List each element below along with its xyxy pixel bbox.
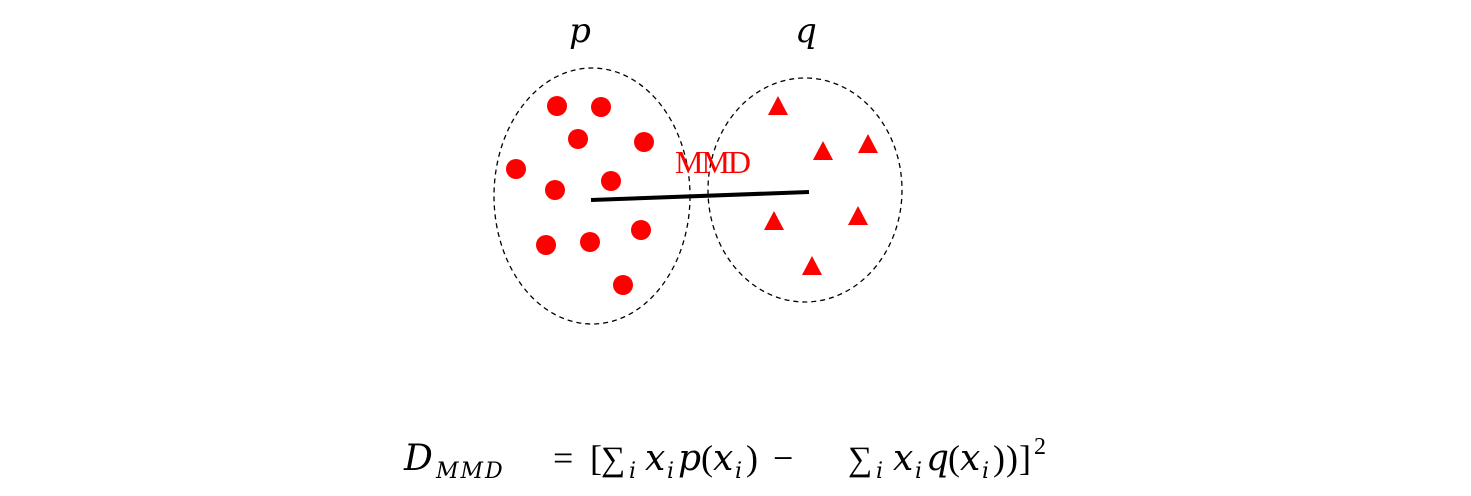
- p-samples: [506, 96, 654, 295]
- q-sample-point: [848, 206, 868, 225]
- formula-paren-close-1: ): [746, 438, 758, 478]
- formula-open-bracket: [: [590, 438, 602, 478]
- formula-x-1-sub: i: [667, 459, 674, 484]
- p-sample-point: [591, 97, 611, 117]
- q-sample-point: [813, 141, 833, 160]
- q-samples: [764, 96, 878, 275]
- formula-paren-close-2: ): [993, 438, 1005, 478]
- q-sample-point: [764, 211, 784, 230]
- formula-x-2: x: [713, 438, 733, 479]
- p-sample-point: [634, 132, 654, 152]
- formula-minus: −: [773, 438, 793, 478]
- formula-lhs-subscript: MMD: [435, 459, 505, 484]
- formula-p: p: [678, 438, 701, 479]
- q-sample-point: [802, 256, 822, 275]
- p-sample-point: [545, 180, 565, 200]
- p-sample-point: [536, 235, 556, 255]
- formula-x-4: x: [960, 438, 980, 479]
- formula-lhs: D: [403, 438, 433, 479]
- formula-sum-1-index: i: [629, 459, 636, 484]
- formula-x-4-sub: i: [982, 459, 989, 484]
- formula-paren-open-2: (: [948, 438, 960, 478]
- p-sample-point: [580, 232, 600, 252]
- formula-sum-2: ∑: [848, 441, 872, 478]
- label-p: p: [569, 11, 591, 51]
- formula-sum-1: ∑: [601, 441, 625, 478]
- p-sample-point: [547, 96, 567, 116]
- p-sample-point: [506, 159, 526, 179]
- formula-paren-close-3: ): [1006, 438, 1018, 478]
- distribution-q-ellipse: [707, 77, 903, 303]
- formula-exponent: 2: [1034, 434, 1046, 460]
- mmd-distance-line: [590, 190, 810, 202]
- mmd-formula: D MMD = [ ∑ i x i p ( x i ) − ∑ i x i q …: [403, 434, 1046, 484]
- formula-close-bracket: ]: [1019, 438, 1031, 478]
- p-sample-point: [613, 275, 633, 295]
- p-sample-point: [568, 129, 588, 149]
- q-sample-point: [768, 96, 788, 115]
- formula-x-1: x: [645, 438, 665, 479]
- formula-x-3-sub: i: [915, 459, 922, 484]
- formula-x-3: x: [893, 438, 913, 479]
- p-sample-point: [601, 171, 621, 191]
- q-sample-point: [858, 134, 878, 153]
- mmd-label: MMD: [675, 144, 750, 180]
- p-sample-point: [631, 220, 651, 240]
- formula-x-2-sub: i: [735, 459, 742, 484]
- formula-equals: =: [553, 438, 573, 478]
- formula-q: q: [926, 438, 949, 479]
- formula-sum-2-index: i: [876, 459, 883, 484]
- label-q: q: [795, 11, 817, 51]
- formula-paren-open-1: (: [701, 438, 713, 478]
